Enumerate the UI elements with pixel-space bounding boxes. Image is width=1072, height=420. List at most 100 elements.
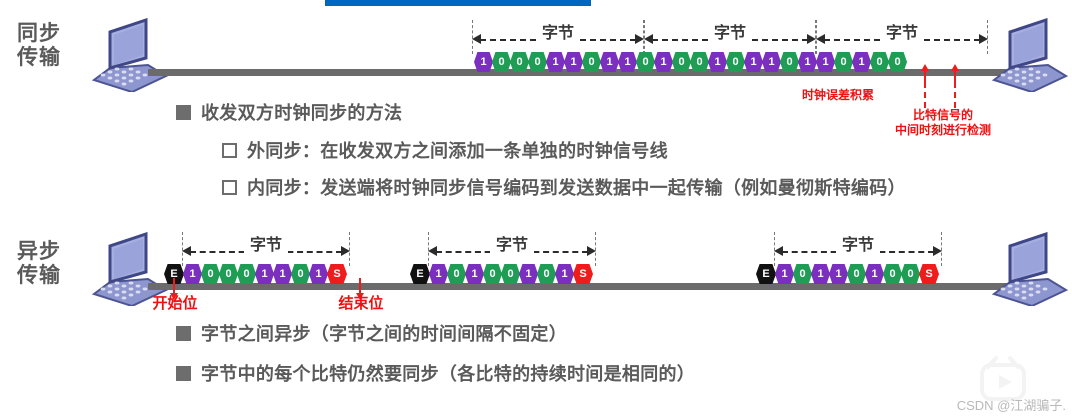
bullet-text: 收发双方时钟同步的方法 [201, 103, 403, 123]
async-byte-caption: 字节 [490, 236, 534, 256]
bit-cell-1: 1 [865, 264, 884, 284]
stop-bit-marker: S [919, 264, 939, 284]
bit-cell-0: 0 [780, 52, 799, 72]
bracket-arrow-left [472, 34, 481, 44]
bit-cell-1: 1 [762, 52, 781, 72]
sample-timing-note: 比特信号的 中间时刻进行检测 [888, 108, 998, 138]
bit-cell-1: 1 [798, 52, 817, 72]
bracket-arrow-left [428, 246, 437, 256]
start-bit-note: 开始位 [152, 295, 198, 312]
bullet-text: 字节之间异步（字节之间的时间间隔不固定） [201, 324, 567, 344]
bit-cell-0: 0 [291, 264, 310, 284]
sync-transmission-line [148, 69, 1008, 76]
bit-cell-1: 1 [555, 264, 574, 284]
async-transmission-line [148, 283, 1008, 290]
bracket-arrow-left [644, 34, 653, 44]
async-section-label: 异步 传输 [2, 240, 76, 287]
async-label-line2: 传输 [17, 263, 61, 287]
bit-cell-0: 0 [201, 264, 220, 284]
start-bit-marker: E [410, 264, 430, 284]
bit-cell-1: 1 [564, 52, 583, 72]
sync-label-line2: 传输 [17, 45, 61, 69]
bullet-text: 字节中的每个比特仍然要同步（各比特的持续时间是相同的） [201, 364, 696, 384]
bit-cell-0: 0 [483, 264, 502, 284]
clock-drift-note: 时钟误差积累 [801, 88, 874, 102]
async-byte-caption: 字节 [836, 236, 880, 256]
bit-cell-1: 1 [708, 52, 727, 72]
async-byte-bracket-1: 字节 [182, 232, 350, 266]
sample-timing-note-line2: 中间时刻进行检测 [894, 123, 991, 137]
bit-cell-0: 0 [888, 52, 907, 72]
bit-cell-1: 1 [465, 264, 484, 284]
bit-cell-0: 0 [510, 52, 529, 72]
sync-sample-dash-2 [954, 82, 956, 108]
bracket-arrow-right [635, 34, 644, 44]
bit-cell-0: 0 [870, 52, 889, 72]
bit-cell-1: 1 [273, 264, 292, 284]
sync-sample-dash-1 [924, 82, 926, 108]
filled-square-bullet-icon [176, 104, 191, 120]
top-accent-bar [325, 0, 591, 6]
bit-cell-0: 0 [726, 52, 745, 72]
bit-cell-1: 1 [618, 52, 637, 72]
watermark: CSDN @江湖骗子. [957, 395, 1066, 414]
bullet-text: 内同步：发送端将时钟同步信号编码到发送数据中一起传输（例如曼彻斯特编码） [247, 178, 906, 198]
async-receiver-laptop-icon [988, 232, 1072, 306]
bracket-arrow-left [182, 246, 191, 256]
bit-cell-0: 0 [537, 264, 556, 284]
sync-byte-caption: 字节 [536, 24, 580, 44]
filled-square-bullet-icon [176, 365, 191, 381]
sync-byte-bracket-1: 字节 [472, 20, 644, 54]
stop-bit-marker: S [573, 264, 593, 284]
async-byte-bracket-3: 字节 [774, 232, 942, 266]
sync-section-label: 同步 传输 [2, 22, 76, 69]
bit-cell-1: 1 [309, 264, 328, 284]
sync-byte-bracket-2: 字节 [644, 20, 816, 54]
bit-cell-0: 0 [219, 264, 238, 284]
bit-cell-1: 1 [600, 52, 619, 72]
bullet-internal-sync: 内同步：发送端将时钟同步信号编码到发送数据中一起传输（例如曼彻斯特编码） [222, 174, 906, 200]
bit-cell-1: 1 [811, 264, 830, 284]
bracket-arrow-right [933, 246, 942, 256]
bit-cell-1: 1 [654, 52, 673, 72]
async-byte-bracket-2: 字节 [428, 232, 596, 266]
hollow-square-bullet-icon [222, 179, 237, 195]
bit-cell-0: 0 [492, 52, 511, 72]
bit-cell-1: 1 [546, 52, 565, 72]
bracket-arrow-right [807, 34, 816, 44]
bit-cell-1: 1 [816, 52, 835, 72]
sync-byte-caption: 字节 [880, 24, 924, 44]
start-bit-marker: E [756, 264, 776, 284]
bracket-arrow-right [979, 34, 988, 44]
bit-cell-1: 1 [852, 52, 871, 72]
stop-bit-note: 结束位 [338, 295, 384, 312]
bit-cell-0: 0 [847, 264, 866, 284]
bit-cell-0: 0 [636, 52, 655, 72]
bit-cell-0: 0 [447, 264, 466, 284]
bit-cell-0: 0 [528, 52, 547, 72]
bit-cell-1: 1 [474, 52, 493, 72]
bit-cell-0: 0 [672, 52, 691, 72]
bullet-byte-async: 字节之间异步（字节之间的时间间隔不固定） [176, 320, 567, 346]
bit-cell-1: 1 [183, 264, 202, 284]
bit-cell-1: 1 [429, 264, 448, 284]
bullet-sync-methods: 收发双方时钟同步的方法 [176, 99, 402, 125]
sample-timing-note-line1: 比特信号的 [912, 108, 973, 122]
stop-bit-arrow [356, 278, 364, 300]
bit-cell-1: 1 [255, 264, 274, 284]
bullet-external-sync: 外同步：在收发双方之间添加一条单独的时钟信号线 [222, 137, 668, 163]
start-bit-arrow [170, 278, 178, 300]
bit-cell-0: 0 [582, 52, 601, 72]
start-bit-marker: E [164, 264, 184, 284]
sync-receiver-laptop-icon [988, 18, 1072, 92]
bit-cell-1: 1 [775, 264, 794, 284]
sync-label-line1: 同步 [17, 22, 61, 45]
bit-cell-0: 0 [793, 264, 812, 284]
stop-bit-marker: S [327, 264, 347, 284]
sync-byte-caption: 字节 [708, 24, 752, 44]
